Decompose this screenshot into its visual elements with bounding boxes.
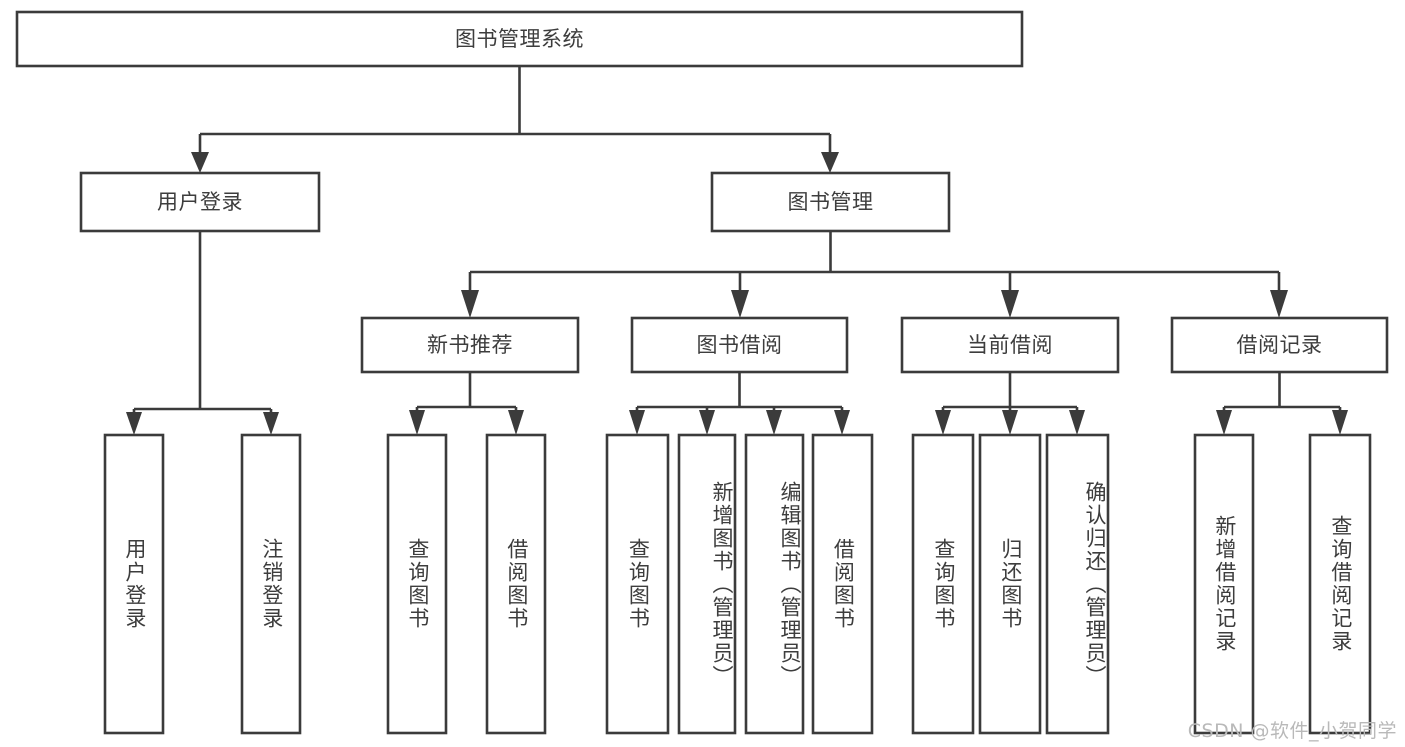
arrowhead-current-borrow [1001, 290, 1019, 318]
arrowhead-book-borrow [731, 290, 749, 318]
leaf-box-group [103, 433, 1372, 735]
leaf-label-logout: 注销登录 [259, 538, 284, 630]
leaf-box-query-book-3[interactable] [911, 433, 975, 735]
leaf-box-edit-book[interactable] [744, 433, 805, 735]
leaf-box-user-login[interactable] [103, 433, 165, 735]
leaf-box-borrow-book-1[interactable] [485, 433, 547, 735]
arrowhead-leaf-edit-book [766, 410, 782, 435]
node-book-management-label: 图书管理 [788, 190, 874, 214]
leaf-box-add-book[interactable] [677, 433, 737, 735]
arrowhead-leaf-add-record [1216, 410, 1232, 435]
arrowhead-new-book-rec [461, 290, 479, 318]
csdn-watermark: CSDN @软件_小贺同学 [1187, 720, 1397, 742]
leaf-label-add-record: 新增借阅记录 [1212, 515, 1237, 653]
node-new-book-recommendation[interactable] [360, 316, 580, 374]
leaf-label-query-book-2: 查询图书 [626, 538, 651, 630]
node-current-borrowing[interactable] [900, 316, 1120, 374]
arrowhead-leaf-user-login [126, 412, 142, 435]
arrowhead-leaf-query-book-3 [935, 410, 951, 435]
arrowhead-leaf-logout [263, 412, 279, 435]
leaf-label-return-book: 归还图书 [998, 538, 1023, 630]
node-book-borrowing[interactable] [630, 316, 849, 374]
leaf-label-query-book-1: 查询图书 [405, 538, 430, 630]
leaf-box-query-book-1[interactable] [386, 433, 448, 735]
leaf-box-query-record[interactable] [1308, 433, 1372, 735]
arrowhead-leaf-borrow-book-2 [834, 410, 850, 435]
node-user-login-label: 用户登录 [157, 190, 243, 214]
leaf-box-add-record[interactable] [1193, 433, 1255, 735]
node-book-borrowing-label: 图书借阅 [697, 333, 783, 357]
node-new-book-recommendation-label: 新书推荐 [427, 333, 513, 357]
node-borrowing-record-label: 借阅记录 [1237, 333, 1323, 357]
node-root-label: 图书管理系统 [455, 27, 584, 51]
arrowhead-book-manage [821, 152, 839, 173]
arrowhead-borrow-record [1270, 290, 1288, 318]
leaf-label-borrow-book-1: 借阅图书 [504, 538, 529, 630]
leaf-box-logout[interactable] [240, 433, 302, 735]
leaf-label-borrow-book-2: 借阅图书 [831, 538, 856, 630]
arrowhead-leaf-return-book [1002, 410, 1018, 435]
node-root-book-management-system[interactable] [15, 10, 1024, 68]
arrowhead-leaf-confirm-return [1069, 410, 1085, 435]
arrowhead-leaf-query-book-1 [409, 410, 425, 435]
leaf-box-borrow-book-2[interactable] [811, 433, 874, 735]
node-current-borrowing-label: 当前借阅 [967, 333, 1053, 357]
leaf-box-confirm-return[interactable] [1045, 433, 1110, 735]
leaf-label-query-book-3: 查询图书 [931, 538, 956, 630]
arrowhead-user-login [191, 152, 209, 173]
leaf-label-confirm-return: 确认归还（管理员） [1083, 480, 1107, 688]
leaf-label-edit-book: 编辑图书（管理员） [778, 480, 802, 688]
leaf-box-query-book-2[interactable] [605, 433, 670, 735]
leaf-label-query-record: 查询借阅记录 [1328, 515, 1353, 653]
arrowhead-leaf-query-record [1332, 410, 1348, 435]
arrowhead-leaf-add-book [699, 410, 715, 435]
leaf-label-user-login: 用户登录 [122, 538, 147, 630]
arrowhead-leaf-borrow-book-1 [508, 410, 524, 435]
arrowhead-leaf-query-book-2 [629, 410, 645, 435]
leaf-label-add-book: 新增图书（管理员） [710, 480, 734, 688]
leaf-box-return-book[interactable] [978, 433, 1042, 735]
